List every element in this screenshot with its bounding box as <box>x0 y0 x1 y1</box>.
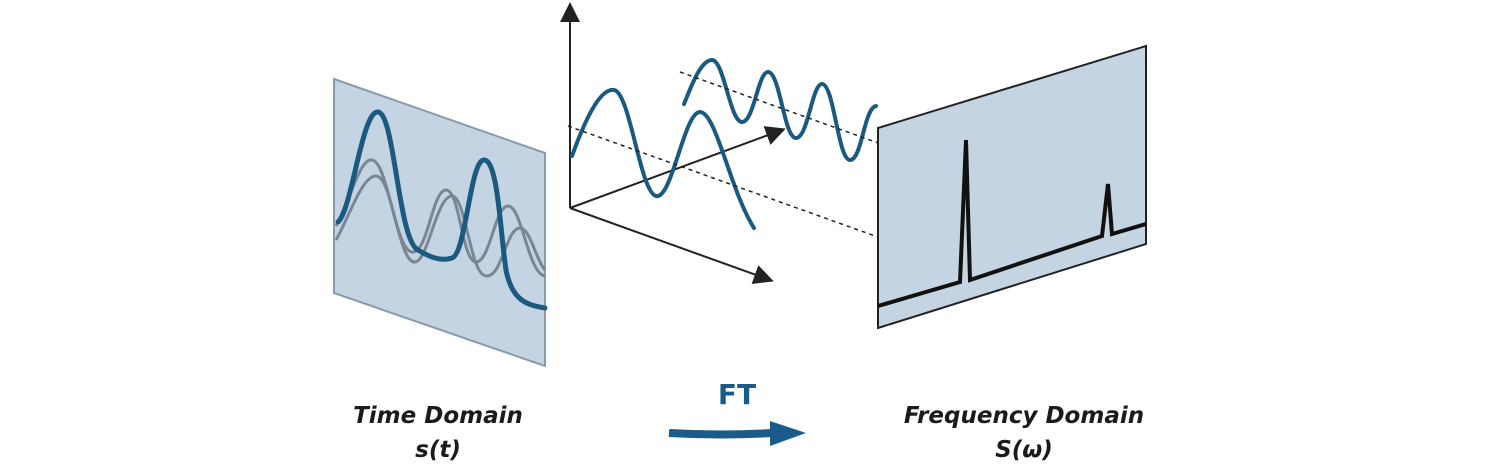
frequency-domain-caption: Frequency Domain S(ω) <box>874 399 1174 467</box>
time-signal-wave <box>335 109 548 311</box>
frequency-domain-symbol: S(ω) <box>995 437 1053 463</box>
component-waves-3d <box>570 57 878 230</box>
ft-label: FT <box>717 378 757 411</box>
spectrum-line <box>877 139 1147 308</box>
axes-3d <box>560 2 786 284</box>
time-domain-panel <box>333 77 548 368</box>
time-component-wave-2 <box>334 174 547 278</box>
low-frequency-wave <box>570 88 756 230</box>
right-arrow-icon <box>668 421 806 446</box>
time-domain-symbol: s(t) <box>415 437 461 463</box>
time-domain-title: Time Domain <box>353 403 523 429</box>
frequency-domain-panel <box>877 44 1147 330</box>
high-frequency-wave <box>682 57 878 163</box>
time-component-wave-1 <box>334 158 546 278</box>
frequency-domain-title: Frequency Domain <box>903 403 1145 429</box>
time-domain-caption: Time Domain s(t) <box>288 399 588 467</box>
